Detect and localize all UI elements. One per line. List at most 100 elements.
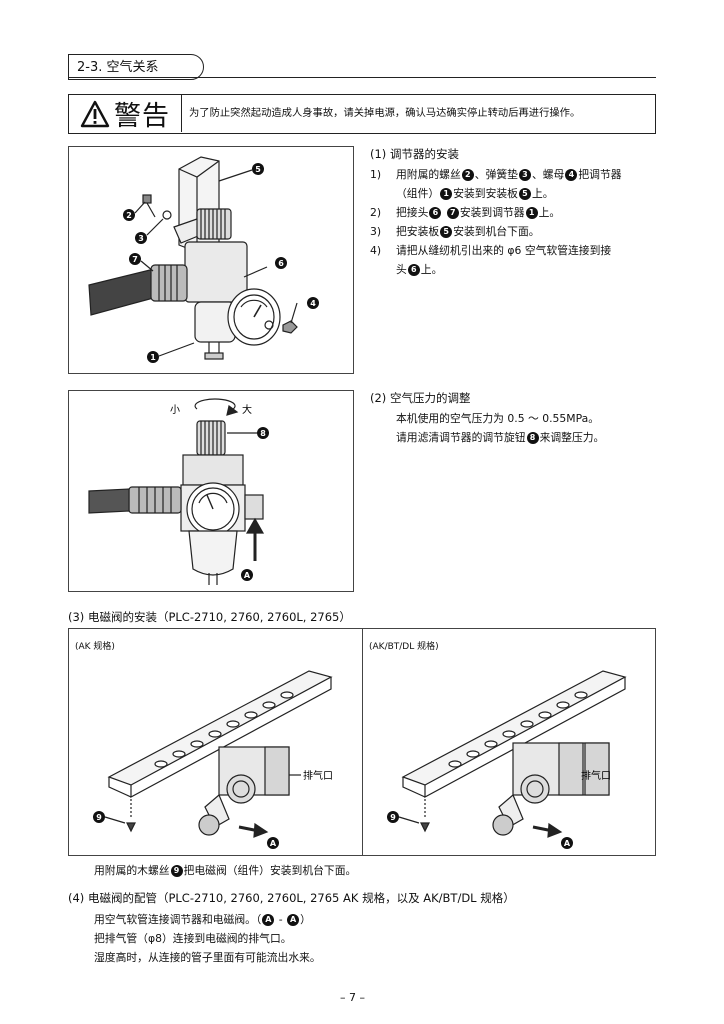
callout-mark: A xyxy=(262,914,275,926)
callout-mark: 4 xyxy=(565,169,578,181)
callout-mark: A xyxy=(287,914,300,926)
svg-text:8: 8 xyxy=(260,429,266,438)
callout-a: A xyxy=(241,569,253,581)
callout-9: 9 xyxy=(387,811,399,823)
step2-line-1: 本机使用的空气压力为 0.5 ～ 0.55MPa。 xyxy=(396,412,600,425)
figure-regulator-installation: 5 2 3 7 6 4 1 xyxy=(68,146,354,374)
callout-8: 8 xyxy=(257,427,269,439)
step-text: ） xyxy=(300,913,311,926)
callout-1: 1 xyxy=(147,351,159,363)
panel-divider xyxy=(362,629,363,855)
svg-text:1: 1 xyxy=(150,353,156,362)
step-text: - xyxy=(275,913,287,926)
panel-left-label: (AK 规格) xyxy=(75,642,115,652)
step-text: 上。 xyxy=(538,206,561,219)
step-text: 上。 xyxy=(531,187,554,200)
callout-mark: 5 xyxy=(518,188,531,200)
step-text: 用空气软管连接调节器和电磁阀。（ xyxy=(94,913,262,926)
step-text: 、螺母 xyxy=(531,168,565,181)
step3-heading: (3) 电磁阀的安装（PLC-2710, 2760, 2760L, 2765） xyxy=(68,610,351,624)
step-text: 、弹簧垫 xyxy=(474,168,518,181)
step-text: 用附属的螺丝 xyxy=(396,168,461,181)
page-number: – 7 – xyxy=(340,991,365,1004)
callout-a: A xyxy=(267,837,279,849)
warning-box: 警告 为了防止突然起动造成人身事故，请关掉电源，确认马达确实停止转动后再进行操作… xyxy=(68,94,656,134)
callout-7: 7 xyxy=(129,253,141,265)
step-text: 请把从缝纫机引出来的 φ6 空气软管连接到接 xyxy=(396,244,612,257)
callout-4: 4 xyxy=(307,297,319,309)
step-text: 把安装板 xyxy=(396,225,440,238)
svg-text:A: A xyxy=(564,839,571,848)
svg-text:6: 6 xyxy=(278,259,284,268)
step4-line-2: 把排气管（φ8）连接到电磁阀的排气口。 xyxy=(94,932,292,945)
callout-2: 2 xyxy=(123,209,135,221)
step-text: 安装到调节器 xyxy=(459,206,525,219)
callout-5: 5 xyxy=(252,163,264,175)
step4-body: 用空气软管连接调节器和电磁阀。（A - A） 把排气管（φ8）连接到电磁阀的排气… xyxy=(94,910,654,967)
step-text xyxy=(442,206,445,219)
pressure-adjustment-drawing: 小 大 8 A xyxy=(88,398,269,585)
step-number: 2) xyxy=(370,206,382,219)
svg-text:9: 9 xyxy=(390,813,396,822)
step4-line-3: 湿度高时，从连接的管子里面有可能流出水来。 xyxy=(94,951,321,964)
callout-mark: 1 xyxy=(525,207,538,219)
step-text: 请用滤清调节器的调节旋钮 xyxy=(396,431,526,444)
svg-text:2: 2 xyxy=(126,211,132,220)
warning-text: 为了防止突然起动造成人身事故，请关掉电源，确认马达确实停止转动后再进行操作。 xyxy=(189,107,581,119)
step-text: 安装到安装板 xyxy=(453,187,518,200)
warning-title: 警告 xyxy=(114,101,170,132)
exhaust-port-label: 排气口 xyxy=(303,769,333,782)
callout-3: 3 xyxy=(135,232,147,244)
callout-mark: 8 xyxy=(526,432,539,444)
step-text: 安装到机台下面。 xyxy=(453,225,540,238)
knob-small-label: 小 xyxy=(170,404,180,416)
panel-right-label: (AK/BT/DL 规格) xyxy=(369,642,439,652)
step-number: 3) xyxy=(370,225,382,238)
svg-text:A: A xyxy=(244,571,251,580)
step-number: 4) xyxy=(370,244,382,257)
callout-mark: 6 xyxy=(407,264,420,276)
svg-text:7: 7 xyxy=(132,255,138,264)
figure-solenoid-valve-installation: (AK 规格) 排气口 9 xyxy=(68,628,656,856)
knob-large-label: 大 xyxy=(242,403,252,416)
step-text: 把调节器 xyxy=(578,168,622,181)
step-text: 来调整压力。 xyxy=(539,431,605,444)
callout-mark: 2 xyxy=(461,169,474,181)
section-title: 2-3. 空气关系 xyxy=(68,54,204,80)
callout-mark: 5 xyxy=(440,226,453,238)
step-text: 把接头 xyxy=(396,206,429,219)
callout-9: 9 xyxy=(93,811,105,823)
regulator-installation-drawing: 5 2 3 7 6 4 1 xyxy=(88,156,319,363)
callout-a: A xyxy=(561,837,573,849)
step-text: 把电磁阀（组件）安装到机台下面。 xyxy=(183,864,357,877)
svg-text:A: A xyxy=(270,839,277,848)
step-text: 头 xyxy=(396,263,407,276)
exhaust-port-label: 排气口 xyxy=(581,769,611,782)
warning-triangle-icon xyxy=(80,100,110,127)
step2-heading: (2) 空气压力的调整 xyxy=(370,391,471,405)
svg-text:4: 4 xyxy=(310,299,316,308)
step1-heading: (1) 调节器的安装 xyxy=(370,147,459,161)
callout-mark: 1 xyxy=(440,188,453,200)
step-text: 用附属的木螺丝 xyxy=(94,864,170,877)
step-text: （组件） xyxy=(396,187,440,200)
step4-heading: (4) 电磁阀的配管（PLC-2710, 2760, 2760L, 2765 A… xyxy=(68,891,515,905)
step2-section: (2) 空气压力的调整 本机使用的空气压力为 0.5 ～ 0.55MPa。 请用… xyxy=(370,390,660,447)
step4-line-1: 用空气软管连接调节器和电磁阀。（A - A） xyxy=(94,910,654,929)
svg-text:3: 3 xyxy=(138,234,144,243)
warning-header: 警告 xyxy=(69,95,182,132)
step-number: 1) xyxy=(370,168,382,181)
callout-mark: 9 xyxy=(170,865,183,877)
svg-text:5: 5 xyxy=(255,165,261,174)
step-text: 上。 xyxy=(420,263,443,276)
solenoid-ak-bt-dl-drawing: 排气口 9 A xyxy=(387,670,627,849)
